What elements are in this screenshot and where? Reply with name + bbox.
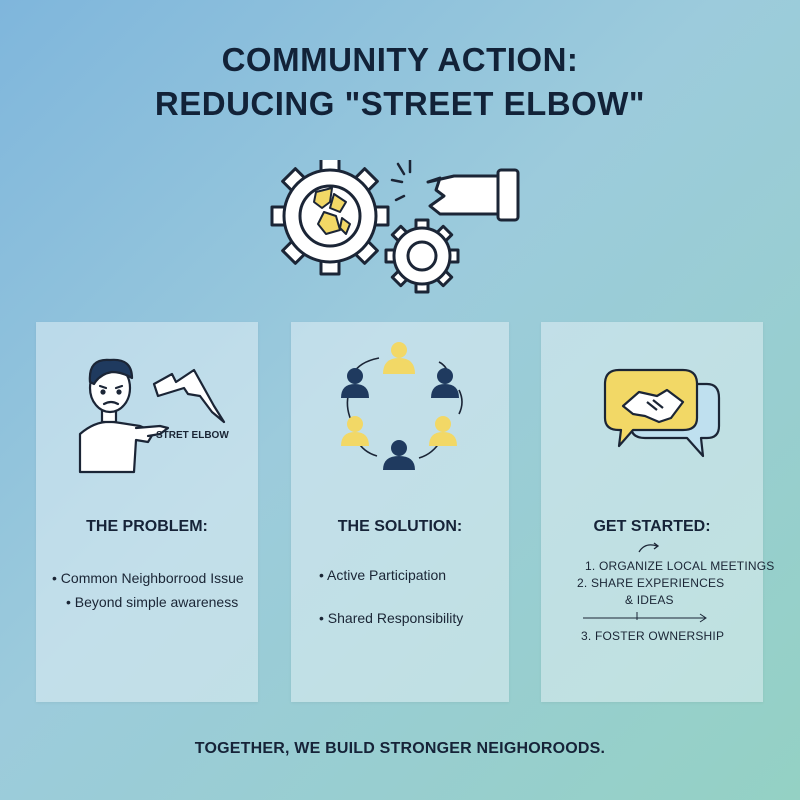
problem-bullet-1: • Common Neighborrood Issue: [52, 570, 244, 586]
problem-heading: THE PROBLEM:: [86, 518, 208, 535]
page-title: COMMUNITY ACTION: REDUCING "STREET ELBOW…: [0, 38, 800, 126]
handshake-speech-bubbles-icon: [603, 368, 721, 458]
frustrated-person-pointing-icon: [78, 358, 226, 474]
footer-tagline: TOGETHER, WE BUILD STRONGER NEIGHOROODS.: [194, 740, 606, 757]
step-2-continued: & IDEAS: [625, 593, 674, 607]
solution-heading: THE SOLUTION:: [337, 518, 463, 535]
solution-bullet-2: • Shared Responsibility: [319, 610, 464, 626]
title-line-1: COMMUNITY ACTION:: [221, 41, 579, 78]
broken-gears-and-fist-icon: [270, 160, 520, 294]
step-2: 2. SHARE EXPERIENCES: [577, 576, 725, 590]
solution-card: THE SOLUTION: • Active Participation • S…: [291, 322, 509, 702]
street-elbow-label: STRET ELBOW: [156, 430, 229, 441]
title-line-2: REDUCING "STREET ELBOW": [154, 85, 646, 122]
solution-bullet-1: • Active Participation: [319, 567, 447, 583]
get-started-heading: GET STARTED:: [593, 518, 711, 535]
problem-bullet-2: • Beyond simple awareness: [66, 594, 239, 610]
step-3: 3. FOSTER OWNERSHIP: [581, 629, 725, 643]
step-1: 1. ORGANIZE LOCAL MEETINGS: [585, 559, 775, 573]
problem-card: STRET ELBOW THE PROBLEM: • Common Neighb…: [36, 322, 258, 702]
curved-arrow-icon: [638, 542, 660, 553]
people-circle-icon: [341, 342, 463, 470]
get-started-card: GET STARTED: 1. ORGANIZE LOCAL MEETINGS …: [541, 322, 774, 702]
arrow-right-icon: [583, 612, 707, 623]
